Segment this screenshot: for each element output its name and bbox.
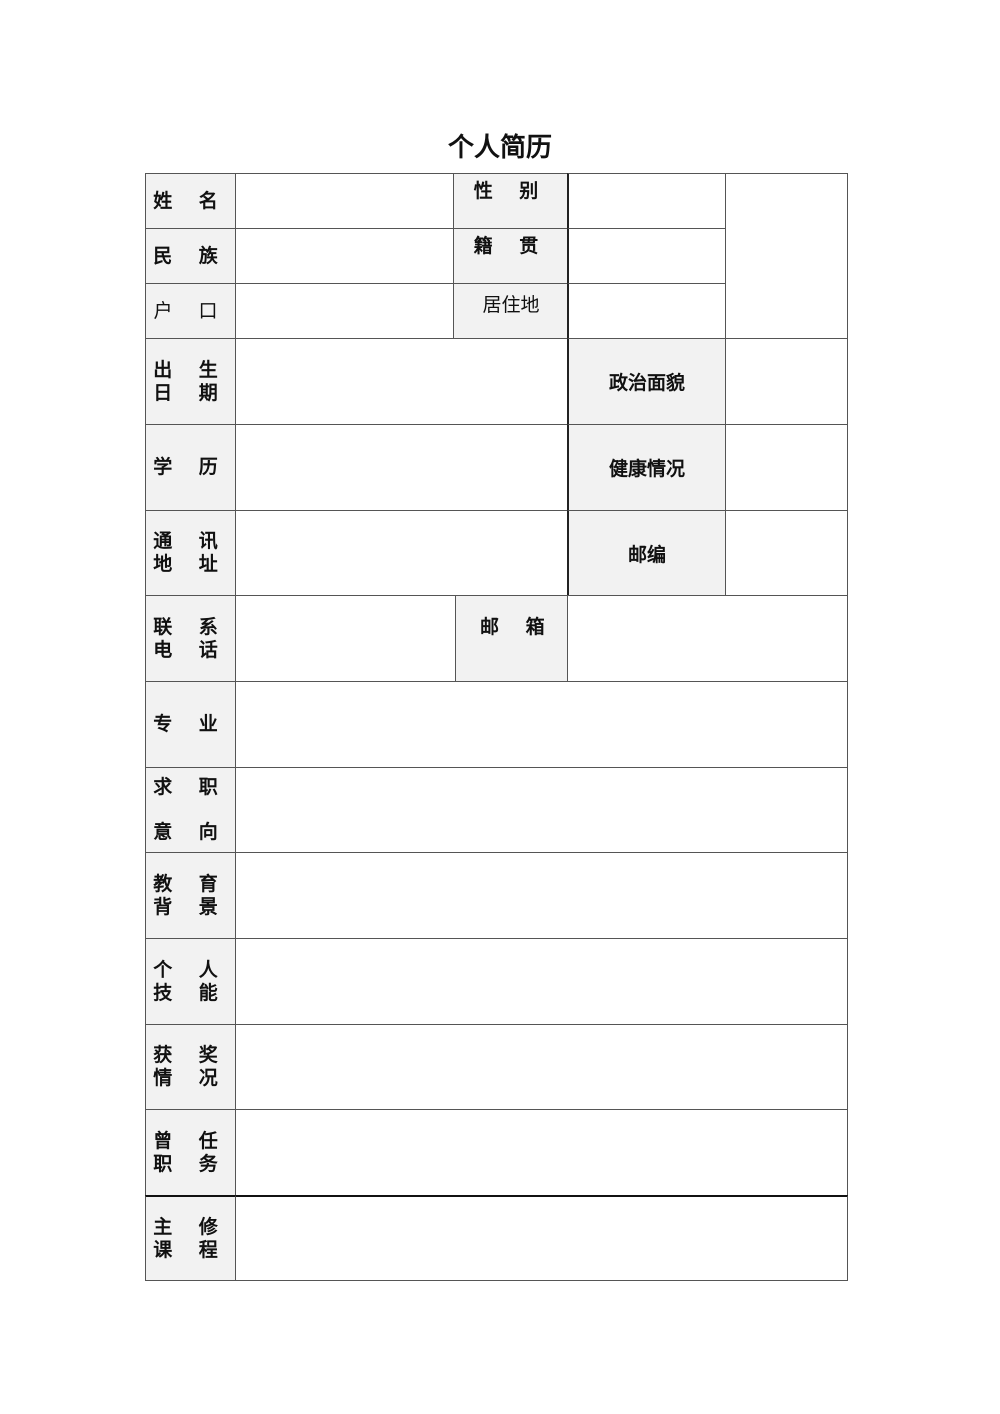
education-field[interactable] <box>235 424 569 511</box>
label-education-text: 学 历 <box>153 456 228 478</box>
ethnicity-field[interactable] <box>235 228 454 284</box>
label-major-text: 专 业 <box>153 713 228 735</box>
address-field[interactable] <box>235 510 569 596</box>
hukou-field[interactable] <box>235 283 454 339</box>
edu-background-field[interactable] <box>235 852 848 939</box>
label-email-text: 邮 箱 <box>480 616 555 638</box>
label-phone: 联 系电 话 <box>145 595 236 682</box>
label-courses-line1: 主 修 <box>153 1215 228 1238</box>
label-phone-line1: 联 系 <box>153 615 228 638</box>
label-courses-line2: 课 程 <box>153 1238 228 1261</box>
label-job-intention-line1: 求 职 <box>153 776 228 798</box>
label-edu-background-line2: 背 景 <box>153 895 228 918</box>
label-email: 邮 箱 <box>455 595 569 682</box>
label-health: 健康情况 <box>567 424 726 511</box>
email-field[interactable] <box>567 595 848 682</box>
photo-box[interactable] <box>725 173 848 339</box>
label-hukou-text: 户 口 <box>153 299 228 322</box>
label-edu-background-line1: 教 育 <box>153 872 228 895</box>
skills-field[interactable] <box>235 938 848 1025</box>
label-gender: 性 别 <box>453 173 569 229</box>
gender-field[interactable] <box>567 173 726 229</box>
postcode-field[interactable] <box>725 510 848 596</box>
label-positions-line2: 职 务 <box>153 1152 228 1175</box>
label-skills-line1: 个 人 <box>153 958 228 981</box>
label-address-line1: 通 讯 <box>153 530 228 552</box>
label-birth-date-line1: 出 生 <box>153 358 228 381</box>
job-intention-field[interactable] <box>235 767 848 853</box>
label-name: 姓 名 <box>145 173 236 229</box>
label-political-status: 政治面貌 <box>567 338 726 425</box>
label-native-place-text: 籍 贯 <box>473 235 549 257</box>
label-positions: 曾 任职 务 <box>145 1109 236 1196</box>
label-residence: 居住地 <box>453 283 569 339</box>
label-hukou: 户 口 <box>145 283 236 339</box>
label-job-intention-line2: 意 向 <box>153 821 228 843</box>
label-job-intention: 求 职意 向 <box>145 767 236 853</box>
label-skills-line2: 技 能 <box>153 981 228 1004</box>
residence-field[interactable] <box>567 283 726 339</box>
label-ethnicity-text: 民 族 <box>153 244 228 267</box>
label-address: 通 讯地 址 <box>145 510 236 596</box>
label-positions-line1: 曾 任 <box>153 1129 228 1152</box>
birth-date-field[interactable] <box>235 338 569 425</box>
label-edu-background: 教 育背 景 <box>145 852 236 939</box>
label-postcode: 邮编 <box>567 510 726 596</box>
label-native-place: 籍 贯 <box>453 228 569 284</box>
label-courses: 主 修课 程 <box>145 1195 236 1281</box>
label-birth-date-line2: 日 期 <box>153 381 228 404</box>
label-postcode-text: 邮编 <box>627 543 666 566</box>
label-gender-text: 性 别 <box>473 180 549 202</box>
label-skills: 个 人技 能 <box>145 938 236 1025</box>
label-birth-date: 出 生日 期 <box>145 338 236 425</box>
awards-field[interactable] <box>235 1024 848 1110</box>
label-name-text: 姓 名 <box>153 189 228 212</box>
page-title: 个人简历 <box>447 133 552 163</box>
positions-field[interactable] <box>235 1109 848 1196</box>
label-phone-line2: 电 话 <box>153 638 228 661</box>
label-ethnicity: 民 族 <box>145 228 236 284</box>
label-awards: 获 奖情 况 <box>145 1024 236 1110</box>
label-education: 学 历 <box>145 424 236 511</box>
label-awards-line2: 情 况 <box>153 1067 228 1089</box>
label-address-line2: 地 址 <box>153 553 228 575</box>
native-place-field[interactable] <box>567 228 726 284</box>
phone-field[interactable] <box>235 595 456 682</box>
name-field[interactable] <box>235 173 454 229</box>
label-awards-line1: 获 奖 <box>153 1044 228 1066</box>
label-health-text: 健康情况 <box>608 458 685 480</box>
political-status-field[interactable] <box>725 338 848 425</box>
major-field[interactable] <box>235 681 848 768</box>
label-political-status-text: 政治面貌 <box>608 372 685 394</box>
courses-field[interactable] <box>235 1195 848 1281</box>
label-residence-text: 居住地 <box>482 294 540 316</box>
health-field[interactable] <box>725 424 848 511</box>
label-major: 专 业 <box>145 681 236 768</box>
